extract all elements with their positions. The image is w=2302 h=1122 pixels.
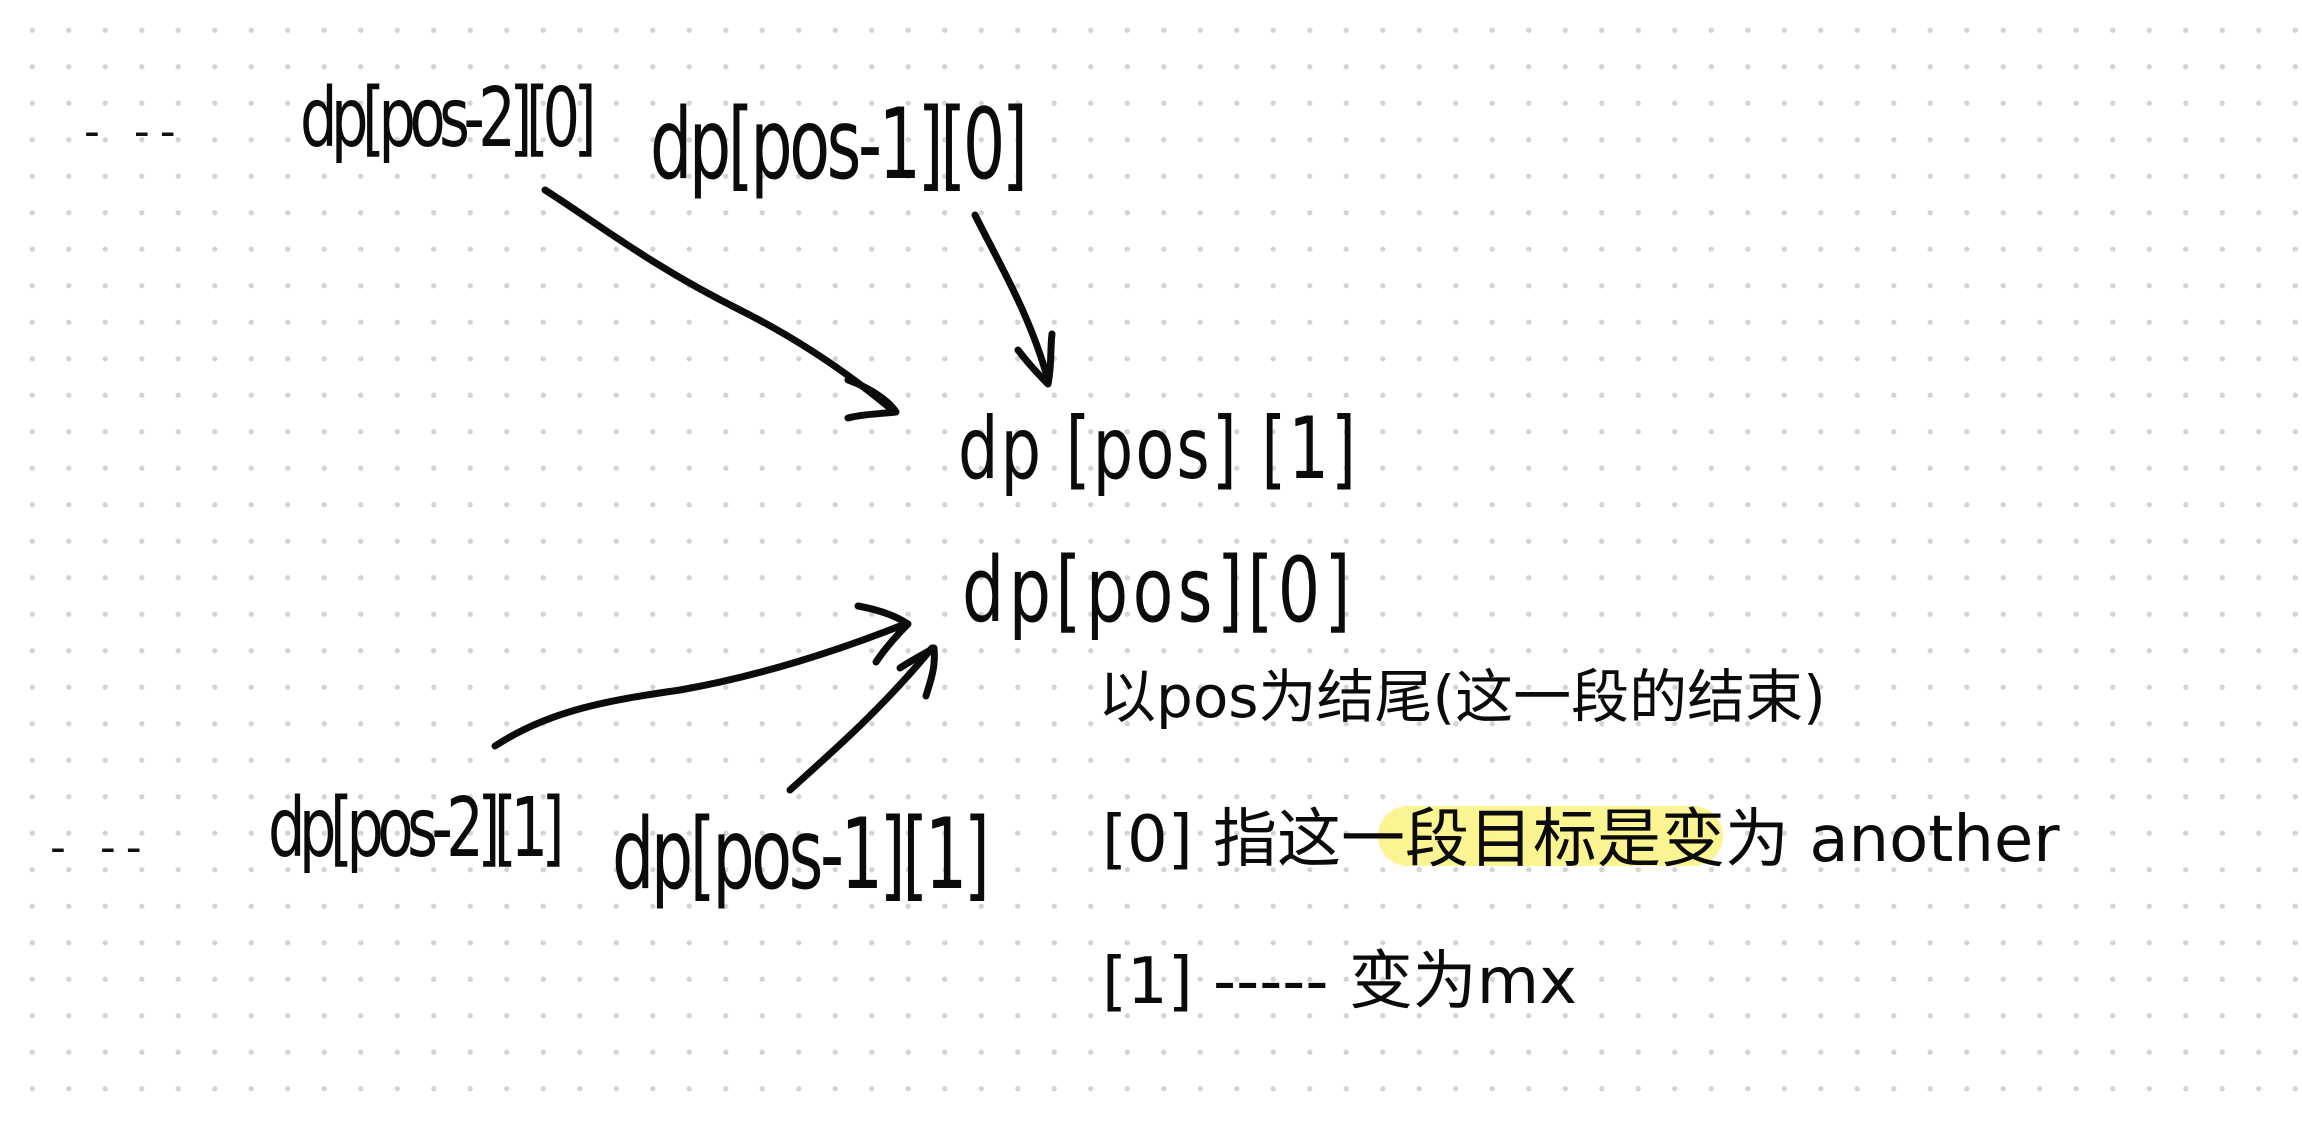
arrow-pos2-0-to-pos-1-head bbox=[844, 376, 900, 422]
bottom-ellipsis-dash: - -- bbox=[50, 822, 152, 873]
arrow-pos1-0-to-pos-1 bbox=[971, 211, 1052, 384]
note-line2-prefix: [0] 指这 bbox=[1102, 803, 1341, 877]
text-highlight bbox=[1378, 806, 1723, 866]
note-line2-highlighted: 一段目标是 bbox=[1341, 803, 1661, 877]
note-line2-suffix: 变为 another bbox=[1661, 803, 2060, 877]
arrow-pos1-1-to-pos-0-head bbox=[896, 644, 938, 700]
arrow-pos2-1-to-pos-0 bbox=[491, 620, 909, 750]
bottom-left-term: dp[pos-2][1] bbox=[268, 781, 565, 876]
center-state-one: dp [pos] [1] bbox=[958, 399, 1359, 499]
arrow-pos2-1-to-pos-0-head bbox=[854, 602, 912, 666]
note-line-end-of-segment: 以pos为结尾(这一段的结束) bbox=[1098, 663, 1826, 731]
top-ellipsis-dash: - -- bbox=[84, 106, 186, 157]
arrow-pos1-1-to-pos-0 bbox=[786, 644, 936, 794]
bottom-right-term: dp[pos-1][1] bbox=[612, 798, 990, 912]
arrow-pos2-0-to-pos-1 bbox=[541, 186, 894, 412]
arrow-pos1-0-to-pos-1-head bbox=[1014, 330, 1056, 388]
top-left-term: dp[pos-2][0] bbox=[300, 71, 597, 166]
center-state-zero: dp[pos][0] bbox=[962, 538, 1355, 643]
note-line-target-another: [0] 指这一段目标是变为 another bbox=[1102, 808, 2060, 872]
note-line-mx: [1] ----- 变为mx bbox=[1102, 945, 1578, 1019]
top-right-term: dp[pos-1][0] bbox=[650, 88, 1028, 202]
